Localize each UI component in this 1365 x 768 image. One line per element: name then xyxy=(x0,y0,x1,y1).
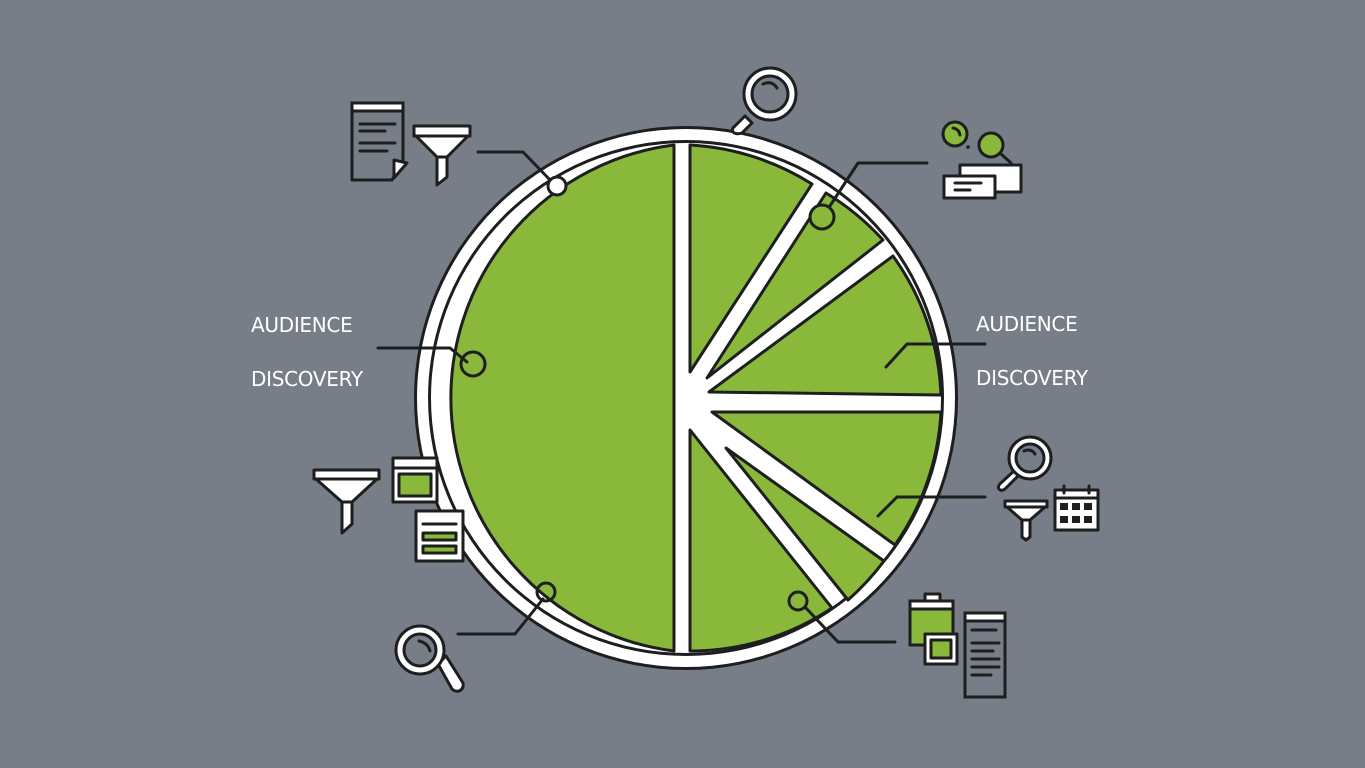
magnifier-icon xyxy=(730,66,798,136)
cards-icon xyxy=(942,163,1023,200)
document-icon xyxy=(350,101,409,182)
label-right-line1: AUDIENCE xyxy=(976,312,1078,336)
funnel-icon xyxy=(1003,499,1049,542)
calendar-icon xyxy=(1053,484,1100,532)
segment-bottom-right-2 xyxy=(724,446,886,602)
marker-top-left xyxy=(476,150,568,197)
audience-discovery-label-left: AUDIENCE DISCOVERY xyxy=(251,285,363,420)
document-list-icon xyxy=(963,611,1007,699)
marker-right-upper xyxy=(884,342,987,369)
marker-right-lower xyxy=(876,495,987,518)
label-right-line2: DISCOVERY xyxy=(976,366,1088,390)
marker-top-right xyxy=(808,161,929,231)
label-left-line1: AUDIENCE xyxy=(251,313,353,337)
marker-bottom-right xyxy=(787,590,897,644)
green-magnifier-icon xyxy=(977,131,1013,165)
funnel-icon xyxy=(312,468,381,535)
marker-bottom-left xyxy=(456,581,557,636)
label-left-line2: DISCOVERY xyxy=(251,367,363,391)
wheel xyxy=(414,126,958,670)
funnel-icon xyxy=(412,124,472,187)
list-card-icon xyxy=(414,509,465,563)
magnifier-icon xyxy=(394,624,465,693)
green-magnifier-icon xyxy=(941,120,970,149)
marker-left xyxy=(376,346,487,378)
audience-discovery-label-right: AUDIENCE DISCOVERY xyxy=(976,284,1088,419)
magnifier-icon xyxy=(996,435,1053,492)
segment-bottom-right-3 xyxy=(688,428,834,653)
segment-top-right-3 xyxy=(707,254,943,397)
browser-window-icon xyxy=(391,456,439,504)
picture-frame-icon xyxy=(923,632,959,666)
segment-top-right-2 xyxy=(705,191,885,380)
segment-top-right-1 xyxy=(688,143,814,374)
